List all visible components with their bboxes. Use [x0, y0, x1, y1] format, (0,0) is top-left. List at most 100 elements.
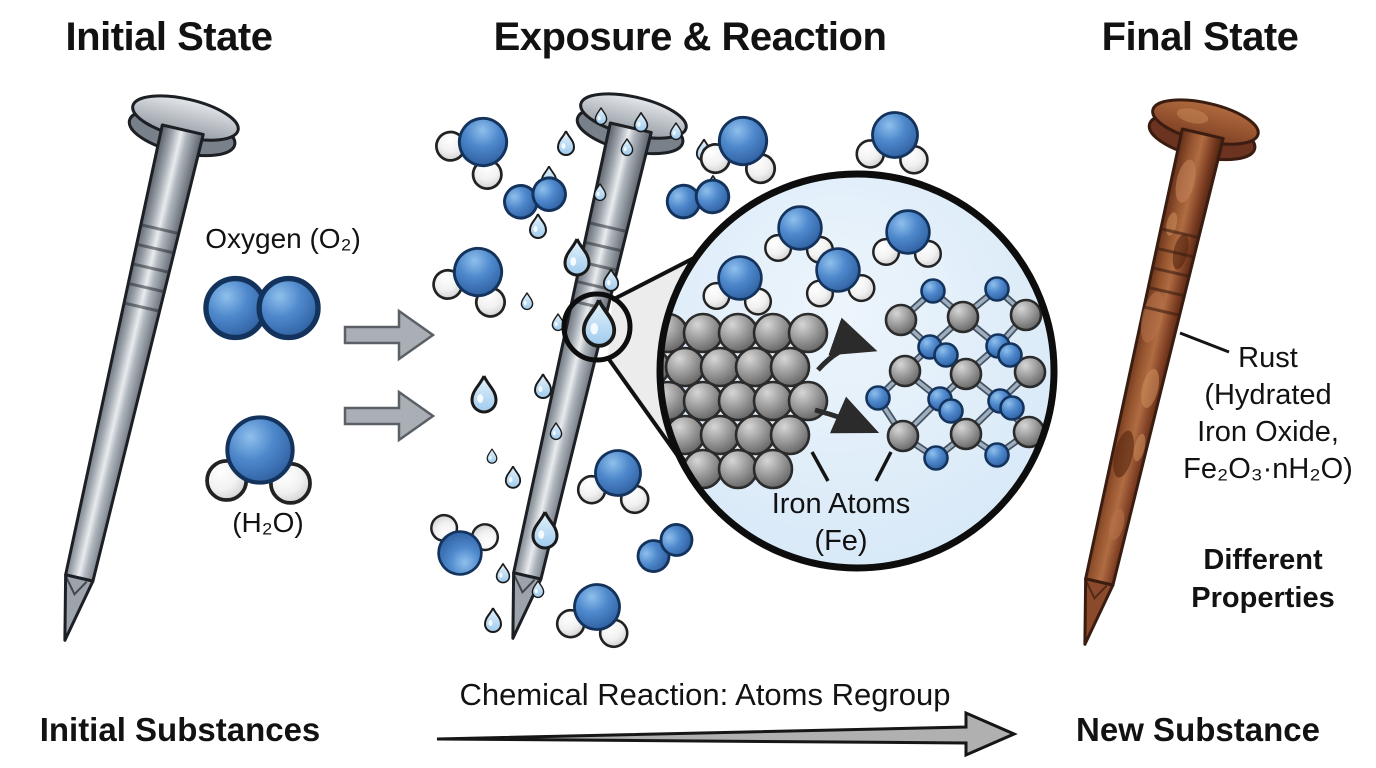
water-droplets [467, 107, 721, 633]
iron-atom [717, 312, 759, 354]
nail-shaft [64, 123, 205, 583]
rust-patch [1133, 433, 1146, 462]
iron-atom [787, 312, 829, 354]
water-molecule-icon [702, 255, 773, 316]
oxygen-atom [984, 276, 1010, 302]
nail-ridge [140, 223, 179, 235]
water-droplet-icon [669, 122, 683, 141]
nail-tip [1083, 577, 1115, 646]
iron-atom [699, 414, 741, 456]
rust-patch [1141, 368, 1160, 408]
water-droplet-icon [602, 268, 620, 292]
oxygen-molecule-icon [636, 523, 694, 573]
different-properties-label: Different Properties [1191, 541, 1334, 617]
droplet-highlight [637, 122, 641, 127]
water-droplet-icon [594, 107, 608, 126]
droplet [594, 107, 608, 126]
iron-atom [717, 380, 759, 422]
droplet-highlight [533, 226, 538, 232]
reactant-molecules [203, 275, 321, 505]
droplet-highlight [552, 431, 556, 436]
iron-atom [949, 357, 983, 391]
iron-atom [888, 354, 922, 388]
nail-ridge [122, 301, 161, 313]
rust-patch [1140, 291, 1164, 343]
nail-tip [511, 571, 543, 640]
water-label: (H₂O) [232, 507, 304, 538]
droplet-highlight [538, 386, 543, 392]
nail-tip [63, 573, 95, 642]
droplet-highlight [590, 323, 599, 335]
nail-ridge [1156, 246, 1195, 259]
water-droplet-icon [486, 448, 498, 464]
droplet-highlight [489, 456, 492, 460]
oxygen-atom [984, 442, 1010, 468]
droplet [551, 313, 565, 332]
rust-patch [1172, 234, 1189, 270]
water-droplet-icon [563, 238, 591, 277]
rust-label-line3: Iron Oxide, [1197, 416, 1339, 448]
droplet [483, 607, 503, 633]
droplet [520, 292, 534, 311]
rust-patch [1113, 430, 1134, 478]
oxygen-atom [256, 275, 321, 341]
reaction-arrow-icon [816, 317, 878, 372]
droplet-highlight [672, 131, 676, 136]
nail-tip-facet [1085, 580, 1108, 601]
rusty-nail-final [1083, 98, 1260, 646]
water-droplet-icon [581, 299, 617, 348]
droplet [593, 183, 607, 202]
droplet-highlight [499, 573, 503, 578]
iron-atoms-leader-line [874, 451, 893, 482]
water-droplet-icon [520, 292, 534, 311]
iron-atom [884, 303, 918, 337]
nail-ridge [588, 221, 627, 233]
droplet [620, 138, 634, 157]
oxygen-atom [437, 530, 483, 576]
droplet-highlight [570, 257, 577, 266]
iron-atom [682, 312, 724, 354]
oxygen-atom [531, 176, 567, 212]
droplet-highlight [488, 620, 493, 626]
oxygen-atom [457, 116, 509, 168]
panel-title-exposure: Exposure & Reaction [493, 15, 887, 59]
iron-atom [752, 448, 794, 490]
water-droplet-icon [533, 373, 553, 399]
right-arrow-icon [343, 389, 436, 443]
iron-atom [886, 419, 920, 453]
iron-atoms-leader-line [810, 451, 830, 482]
water-molecule-icon [855, 111, 929, 175]
iron-atom [769, 346, 811, 388]
air-molecules [430, 111, 929, 649]
droplet-highlight [534, 589, 538, 594]
rust-leader-line [1179, 331, 1230, 354]
oxygen-atom [999, 395, 1025, 421]
droplet [581, 299, 617, 348]
droplet [528, 213, 548, 239]
oxygen-atom [865, 385, 891, 411]
oxygen-atom [923, 445, 949, 471]
water-droplet-icon [483, 607, 503, 633]
iron-nail-initial [63, 94, 240, 642]
droplet [556, 130, 576, 156]
water-droplet-icon [531, 580, 545, 599]
water-droplet-icon [528, 213, 548, 239]
droplet-highlight [477, 394, 484, 403]
water-droplet-icon [593, 183, 607, 202]
droplet-highlight [538, 530, 545, 539]
nail-ridge [1142, 305, 1181, 317]
oxygen-atom [920, 278, 946, 304]
rust-patch [1175, 159, 1196, 203]
oxygen-atom [573, 583, 621, 631]
different-properties-line1: Different [1203, 544, 1323, 576]
water-molecule-icon [805, 247, 876, 308]
nail-tip-facet [513, 574, 536, 595]
nail-ridge [584, 240, 623, 253]
right-arrow-icon [343, 308, 436, 362]
iron-atom-cluster [660, 312, 829, 490]
iron-atoms-label-line2: (Fe) [814, 525, 868, 557]
nail-ridge [1160, 227, 1199, 239]
droplet-highlight [554, 322, 558, 327]
droplet [531, 511, 559, 550]
